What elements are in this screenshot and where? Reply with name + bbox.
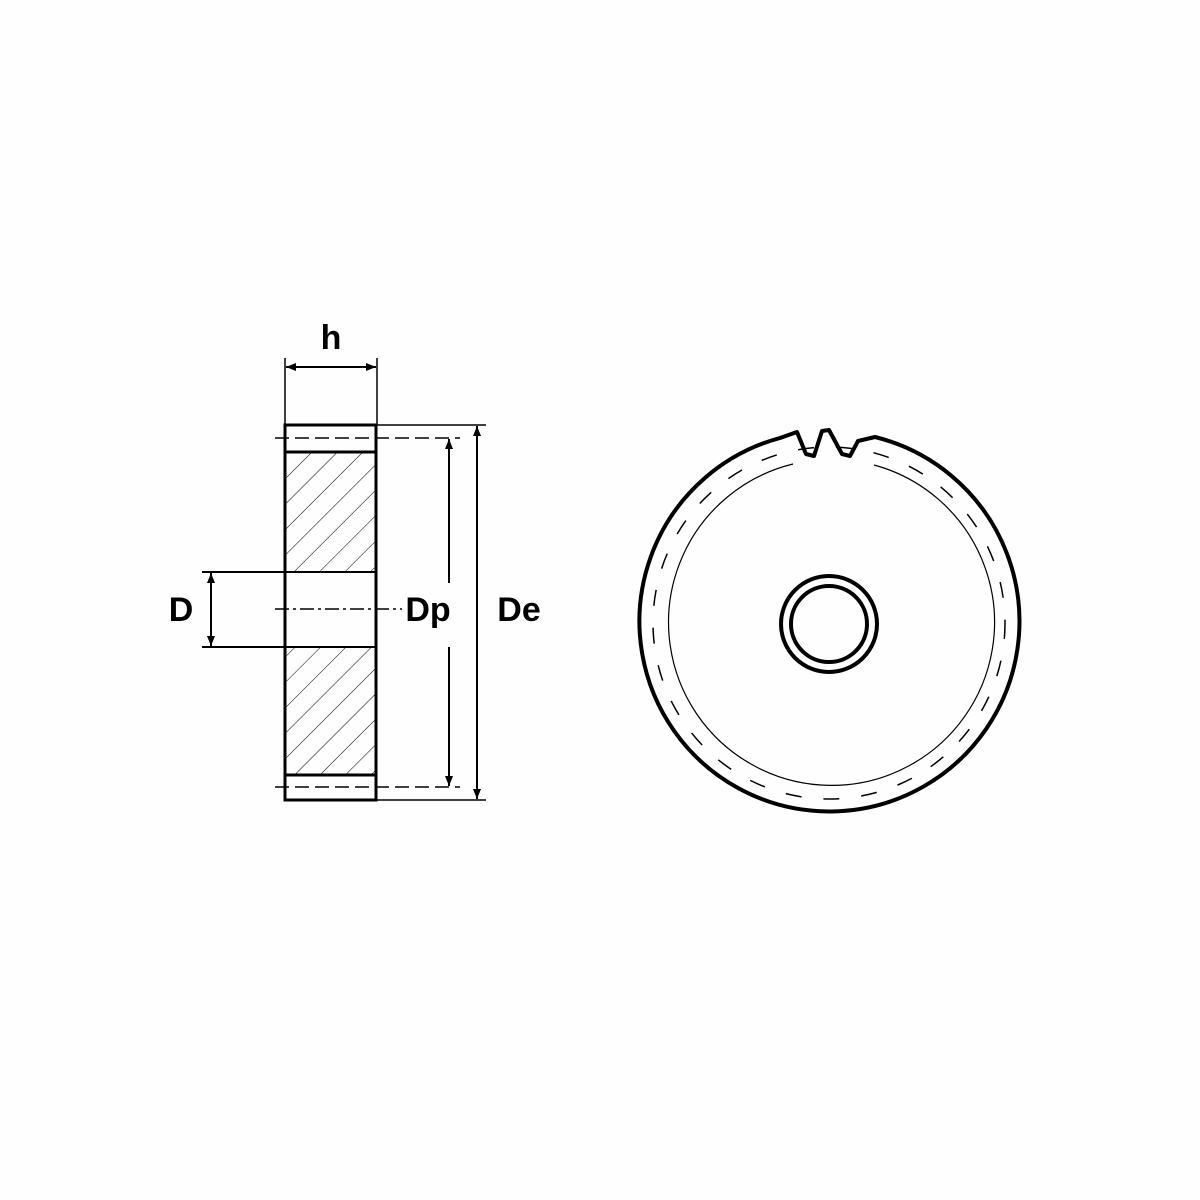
d-label: D bbox=[169, 591, 194, 629]
dp-label: Dp bbox=[405, 591, 450, 629]
hub-outer-circle bbox=[779, 574, 879, 674]
root-circle bbox=[668, 463, 996, 786]
de-label: De bbox=[497, 591, 540, 629]
hatch-lower bbox=[286, 647, 375, 775]
bore-circle bbox=[789, 584, 869, 664]
h-label: h bbox=[321, 319, 342, 357]
pitch-circle bbox=[652, 446, 1006, 800]
front-view bbox=[637, 428, 1022, 814]
section-view: h D Dp De bbox=[169, 319, 541, 802]
gear-section-outline bbox=[283, 423, 378, 802]
hatch-upper bbox=[286, 452, 375, 572]
gear-outer-profile bbox=[637, 428, 1022, 814]
